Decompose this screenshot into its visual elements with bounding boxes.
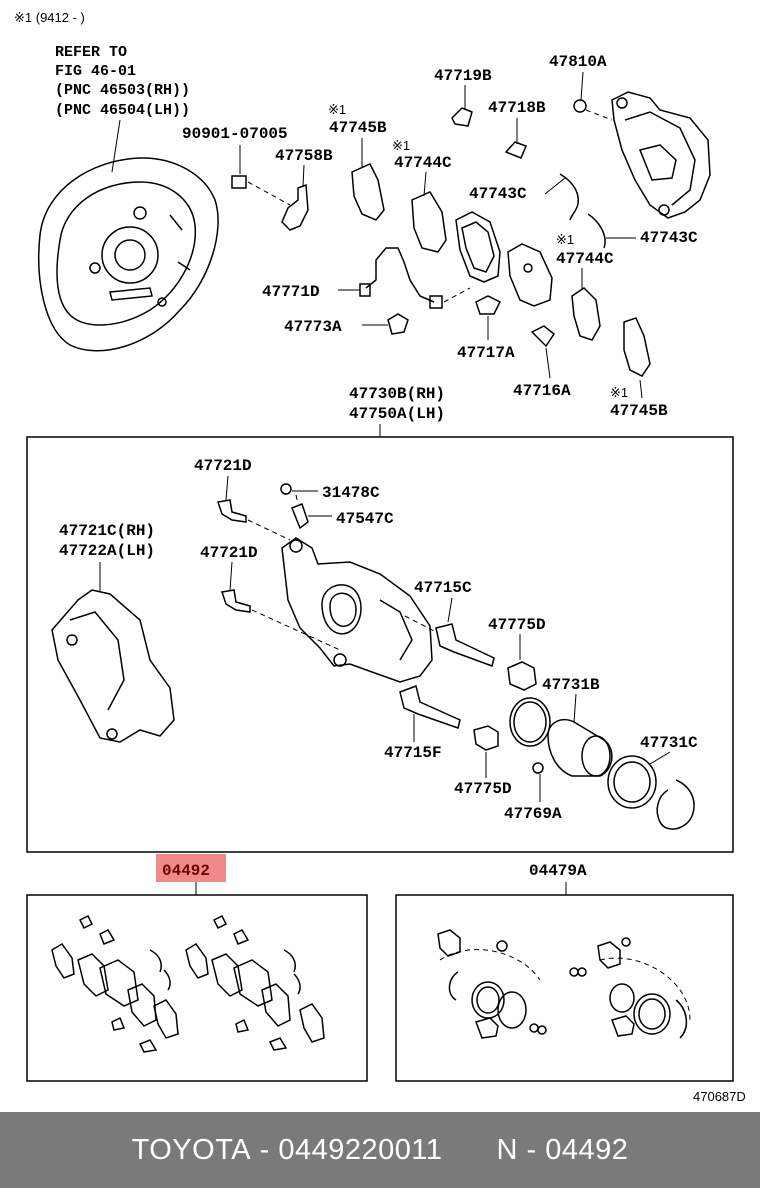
label-47775D-b: 47775D xyxy=(454,780,512,798)
label-47731C: 47731C xyxy=(640,734,698,752)
label-47745B-b: 47745B xyxy=(610,402,668,420)
reference-line-4: (PNC 46504(LH)) xyxy=(55,102,190,119)
label-47745B-top: 47745B xyxy=(329,119,387,137)
header-note: ※1 (9412 - ) xyxy=(14,10,85,25)
parts-diagram: ※1 (9412 - ) REFER TO FIG 46-01 (PNC 465… xyxy=(14,10,746,1104)
label-47769A: 47769A xyxy=(504,805,562,823)
reference-line-2: FIG 46-01 xyxy=(55,63,136,80)
top-parts-drawing xyxy=(231,71,711,399)
label-47721D-a: 47721D xyxy=(194,457,252,475)
label-47716A: 47716A xyxy=(513,382,571,400)
label-47721C: 47721C(RH) xyxy=(59,522,155,540)
diagram-id: 470687D xyxy=(693,1089,746,1104)
footer-part-number: 0449220011 xyxy=(278,1133,443,1166)
label-47718B: 47718B xyxy=(488,99,546,117)
label-47715F: 47715F xyxy=(384,744,442,762)
label-mark-1a: ※1 xyxy=(328,102,346,117)
label-47719B: 47719B xyxy=(434,67,492,85)
label-mark-1d: ※1 xyxy=(610,385,628,400)
label-47743C-a: 47743C xyxy=(469,185,527,203)
label-47743C-b: 47743C xyxy=(640,229,698,247)
label-47717A: 47717A xyxy=(457,344,515,362)
label-47547C: 47547C xyxy=(336,510,394,528)
label-mark-1b: ※1 xyxy=(392,138,410,153)
label-mark-1c: ※1 xyxy=(556,232,574,247)
label-31478C: 31478C xyxy=(322,484,380,502)
label-04492[interactable]: 04492 xyxy=(162,862,210,880)
kit-04479A-drawing xyxy=(437,929,691,1039)
footer-n-value: 04492 xyxy=(545,1133,629,1166)
footer-n-label: N xyxy=(496,1133,518,1166)
label-47775D-a: 47775D xyxy=(488,616,546,634)
label-47722A: 47722A(LH) xyxy=(59,542,155,560)
kit-04479A-box xyxy=(395,894,734,1082)
kit-04492-highlight xyxy=(156,854,226,882)
backing-plate-drawing xyxy=(38,157,219,352)
label-47730B: 47730B(RH) xyxy=(349,385,445,403)
label-47715C: 47715C xyxy=(414,579,472,597)
caliper-assembly-drawing xyxy=(51,475,695,830)
label-47758B: 47758B xyxy=(275,147,333,165)
label-47744C-top: 47744C xyxy=(394,154,452,172)
footer-brand: TOYOTA xyxy=(131,1133,252,1166)
label-04479A[interactable]: 04479A xyxy=(529,862,587,880)
label-47744C-b: 47744C xyxy=(556,250,614,268)
label-90901-07005: 90901-07005 xyxy=(182,125,288,143)
footer-bar: TOYOTA - 0449220011 N - 04492 xyxy=(0,1112,760,1188)
kit-04492-box xyxy=(26,894,368,1082)
kit-04492-drawing xyxy=(51,914,325,1053)
label-47771D: 47771D xyxy=(262,283,320,301)
reference-line-1: REFER TO xyxy=(55,44,127,61)
reference-line-3: (PNC 46503(RH)) xyxy=(55,82,190,99)
label-47731B: 47731B xyxy=(542,676,600,694)
caliper-assembly-box xyxy=(26,436,734,853)
label-47721D-b: 47721D xyxy=(200,544,258,562)
label-47810A: 47810A xyxy=(549,53,607,71)
label-47773A: 47773A xyxy=(284,318,342,336)
label-47750A: 47750A(LH) xyxy=(349,405,445,423)
